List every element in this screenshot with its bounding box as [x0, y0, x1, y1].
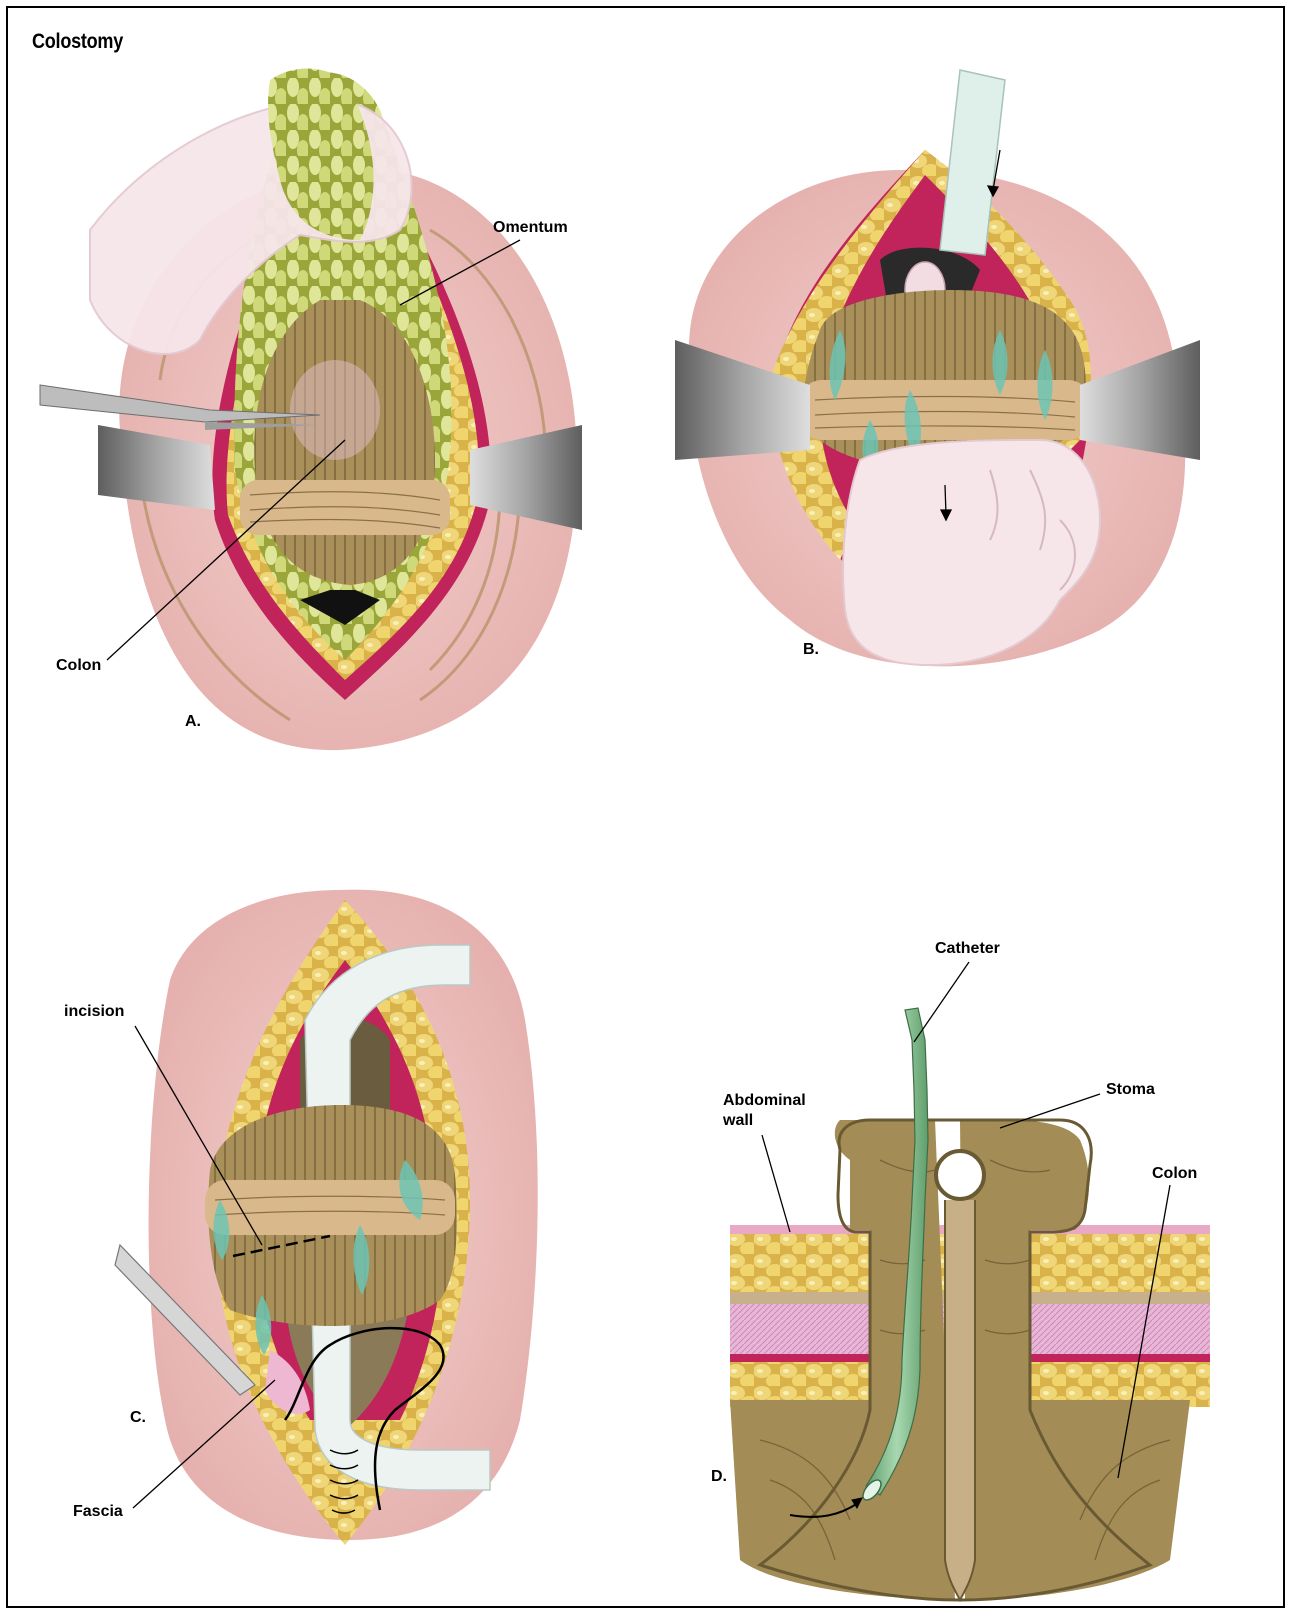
colon-label-a: Colon: [56, 657, 101, 674]
incision-label: incision: [64, 1003, 124, 1020]
abdominal-wall-label-line2: wall: [722, 1112, 753, 1129]
center-cleft-d: [945, 1200, 975, 1600]
stoma-opening-d: [936, 1151, 984, 1199]
fascia-label: Fascia: [73, 1503, 123, 1520]
stoma-leader: [1000, 1094, 1100, 1128]
catheter-leader: [914, 962, 969, 1042]
abdominal-wall-label-line1: Abdominal: [723, 1092, 806, 1109]
panel-b: [675, 70, 1200, 666]
panel-c: [115, 890, 538, 1545]
panel-letter-a: A.: [185, 713, 201, 730]
colon-label-d: Colon: [1152, 1165, 1197, 1182]
abdominal-wall-leader: [762, 1135, 790, 1232]
colon-highlight-a: [290, 360, 380, 460]
panel-letter-b: B.: [803, 641, 819, 658]
omentum-label: Omentum: [493, 219, 568, 236]
panel-a: [40, 68, 582, 750]
panel-letter-c: C.: [130, 1409, 146, 1426]
stoma-label: Stoma: [1106, 1081, 1155, 1098]
catheter-label: Catheter: [935, 940, 1000, 957]
panel-letter-d: D.: [711, 1468, 727, 1485]
